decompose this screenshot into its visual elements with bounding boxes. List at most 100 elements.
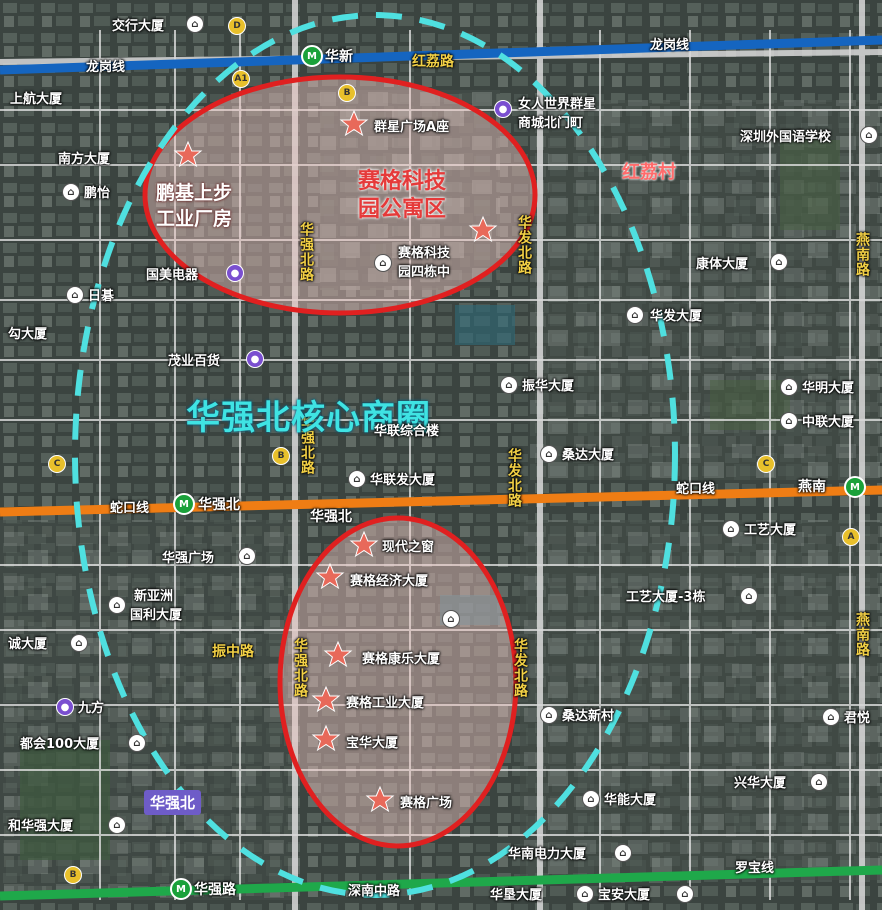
building-icon: ⌂ [810, 773, 828, 791]
poi-label[interactable]: 桑达大厦 [562, 448, 615, 463]
metro-station-icon[interactable]: M [301, 45, 323, 67]
core-district-title: 华强北核心商圈 [186, 398, 431, 438]
metro-exit-icon: B [64, 866, 82, 884]
poi-label[interactable]: 华联综合楼 [374, 424, 440, 439]
building-icon: ⌂ [614, 844, 632, 862]
building-icon: ⌂ [238, 547, 256, 565]
poi-label[interactable]: 上航大厦 [10, 92, 63, 107]
poi-label[interactable]: 赛格科技 [398, 246, 451, 261]
poi-label[interactable]: 振华大厦 [522, 379, 575, 394]
metro-exit-icon: B [272, 447, 290, 465]
station-huaxin[interactable]: 华新 [325, 49, 353, 65]
station-huaqiangbei[interactable]: 华强北 [310, 509, 352, 525]
building-icon: ⌂ [442, 610, 460, 628]
poi-label-star[interactable]: 赛格工业大厦 [346, 696, 425, 711]
poi-label[interactable]: 工艺大厦 [744, 523, 797, 538]
building-icon: ⌂ [540, 445, 558, 463]
poi-label[interactable]: 鹏怡 [84, 186, 111, 201]
poi-label[interactable]: 勾大厦 [8, 327, 48, 342]
poi-label[interactable]: 商城北门町 [518, 116, 584, 131]
metro-exit-icon: B [338, 84, 356, 102]
zone-label-line: 园公寓区 [358, 197, 447, 222]
poi-label-star[interactable]: 宝华大厦 [346, 736, 399, 751]
poi-label[interactable]: 女人世界群星 [518, 97, 597, 112]
station-tag-huaqiangbei[interactable]: 华强北 [144, 790, 202, 815]
zone-label-west: 鹏基上步 工业厂房 [156, 180, 232, 232]
poi-label[interactable]: 华联发大厦 [370, 473, 436, 488]
poi-label[interactable]: 兴华大厦 [734, 776, 787, 791]
building-icon: ⌂ [348, 470, 366, 488]
poi-label[interactable]: 九方 [78, 701, 105, 716]
poi-label-star[interactable]: 赛格广场 [400, 796, 453, 811]
metro-exit-icon: A [842, 528, 860, 546]
building-icon: ⌂ [582, 790, 600, 808]
poi-label[interactable]: 国美电器 [146, 268, 199, 283]
poi-label-star[interactable]: 赛格经济大厦 [350, 574, 429, 589]
poi-label[interactable]: 宝安大厦 [598, 888, 651, 903]
building-icon: ⌂ [740, 587, 758, 605]
poi-label[interactable]: 国利大厦 [130, 608, 183, 623]
poi-label[interactable]: 华垦大厦 [490, 888, 543, 903]
zone-label-north: 赛格科技 园公寓区 [358, 168, 446, 224]
zone-label-line: 赛格科技 [358, 169, 447, 194]
poi-label[interactable]: 新亚洲 [134, 589, 174, 604]
road-label-huaqiangbei: 华强北路 [298, 222, 314, 282]
poi-label[interactable]: 诚大厦 [8, 637, 48, 652]
metro-line-label-longgang: 龙岗线 [86, 60, 126, 75]
poi-label[interactable]: 都会100大厦 [20, 737, 100, 752]
metro-line-label-longgang: 龙岗线 [650, 38, 690, 53]
building-icon: ⌂ [576, 885, 594, 903]
road-label-huaqiangbei: 华强北路 [299, 415, 315, 475]
metro-line-label-luobao: 罗宝线 [735, 861, 775, 876]
poi-label[interactable]: 群星广场A座 [374, 120, 450, 135]
road-label-yannan: 燕南路 [854, 232, 870, 277]
poi-label[interactable]: 交行大厦 [112, 19, 165, 34]
village-label: 红荔村 [622, 162, 676, 183]
building-icon: ⌂ [780, 378, 798, 396]
building-icon: ⌂ [66, 286, 84, 304]
poi-label[interactable]: 日碁 [88, 289, 115, 304]
school-icon: ⌂ [860, 126, 878, 144]
metro-exit-icon: D [228, 17, 246, 35]
poi-label-star[interactable]: 现代之窗 [382, 540, 435, 555]
poi-label[interactable]: 园四栋中 [398, 265, 451, 280]
poi-label[interactable]: 华明大厦 [802, 381, 855, 396]
shopping-bag-icon: ● [494, 100, 512, 118]
metro-station-icon[interactable]: M [844, 476, 866, 498]
building-icon: ⌂ [822, 708, 840, 726]
building-icon: ⌂ [374, 254, 392, 272]
station-huaqiangbei[interactable]: 华强北 [198, 497, 240, 513]
metro-exit-icon: C [48, 455, 66, 473]
metro-exit-icon: A1 [232, 70, 250, 88]
poi-label[interactable]: 华能大厦 [604, 793, 657, 808]
poi-label[interactable]: 华南电力大厦 [508, 847, 587, 862]
metro-station-icon[interactable]: M [173, 493, 195, 515]
station-huaqianglu[interactable]: 华强路 [194, 882, 236, 898]
poi-label[interactable]: 华强广场 [162, 551, 215, 566]
building-icon: ⌂ [780, 412, 798, 430]
road-label-huafa: 华发北路 [512, 638, 528, 698]
poi-label[interactable]: 茂业百货 [168, 354, 221, 369]
poi-label[interactable]: 南方大厦 [58, 152, 111, 167]
poi-label[interactable]: 君悦 [844, 711, 871, 726]
building-icon: ⌂ [186, 15, 204, 33]
building-icon: ⌂ [770, 253, 788, 271]
road-label-huafa: 华发北路 [516, 215, 532, 275]
poi-label[interactable]: 中联大厦 [802, 415, 855, 430]
station-yannan[interactable]: 燕南 [798, 479, 826, 495]
shopping-bag-icon: ● [226, 264, 244, 282]
road-label-huafa: 华发北路 [506, 448, 522, 508]
poi-label[interactable]: 深圳外国语学校 [740, 130, 832, 145]
road-label-huaqiangbei: 华强北路 [292, 638, 308, 698]
building-icon: ⌂ [500, 376, 518, 394]
poi-label[interactable]: 康体大厦 [696, 257, 749, 272]
metro-station-icon[interactable]: M [170, 878, 192, 900]
poi-label-star[interactable]: 赛格康乐大厦 [362, 652, 441, 667]
poi-label[interactable]: 和华强大厦 [8, 819, 74, 834]
building-icon: ⌂ [70, 634, 88, 652]
poi-label[interactable]: 华发大厦 [650, 309, 703, 324]
poi-label[interactable]: 工艺大厦-3栋 [626, 590, 706, 605]
poi-label[interactable]: 桑达新村 [562, 709, 615, 724]
